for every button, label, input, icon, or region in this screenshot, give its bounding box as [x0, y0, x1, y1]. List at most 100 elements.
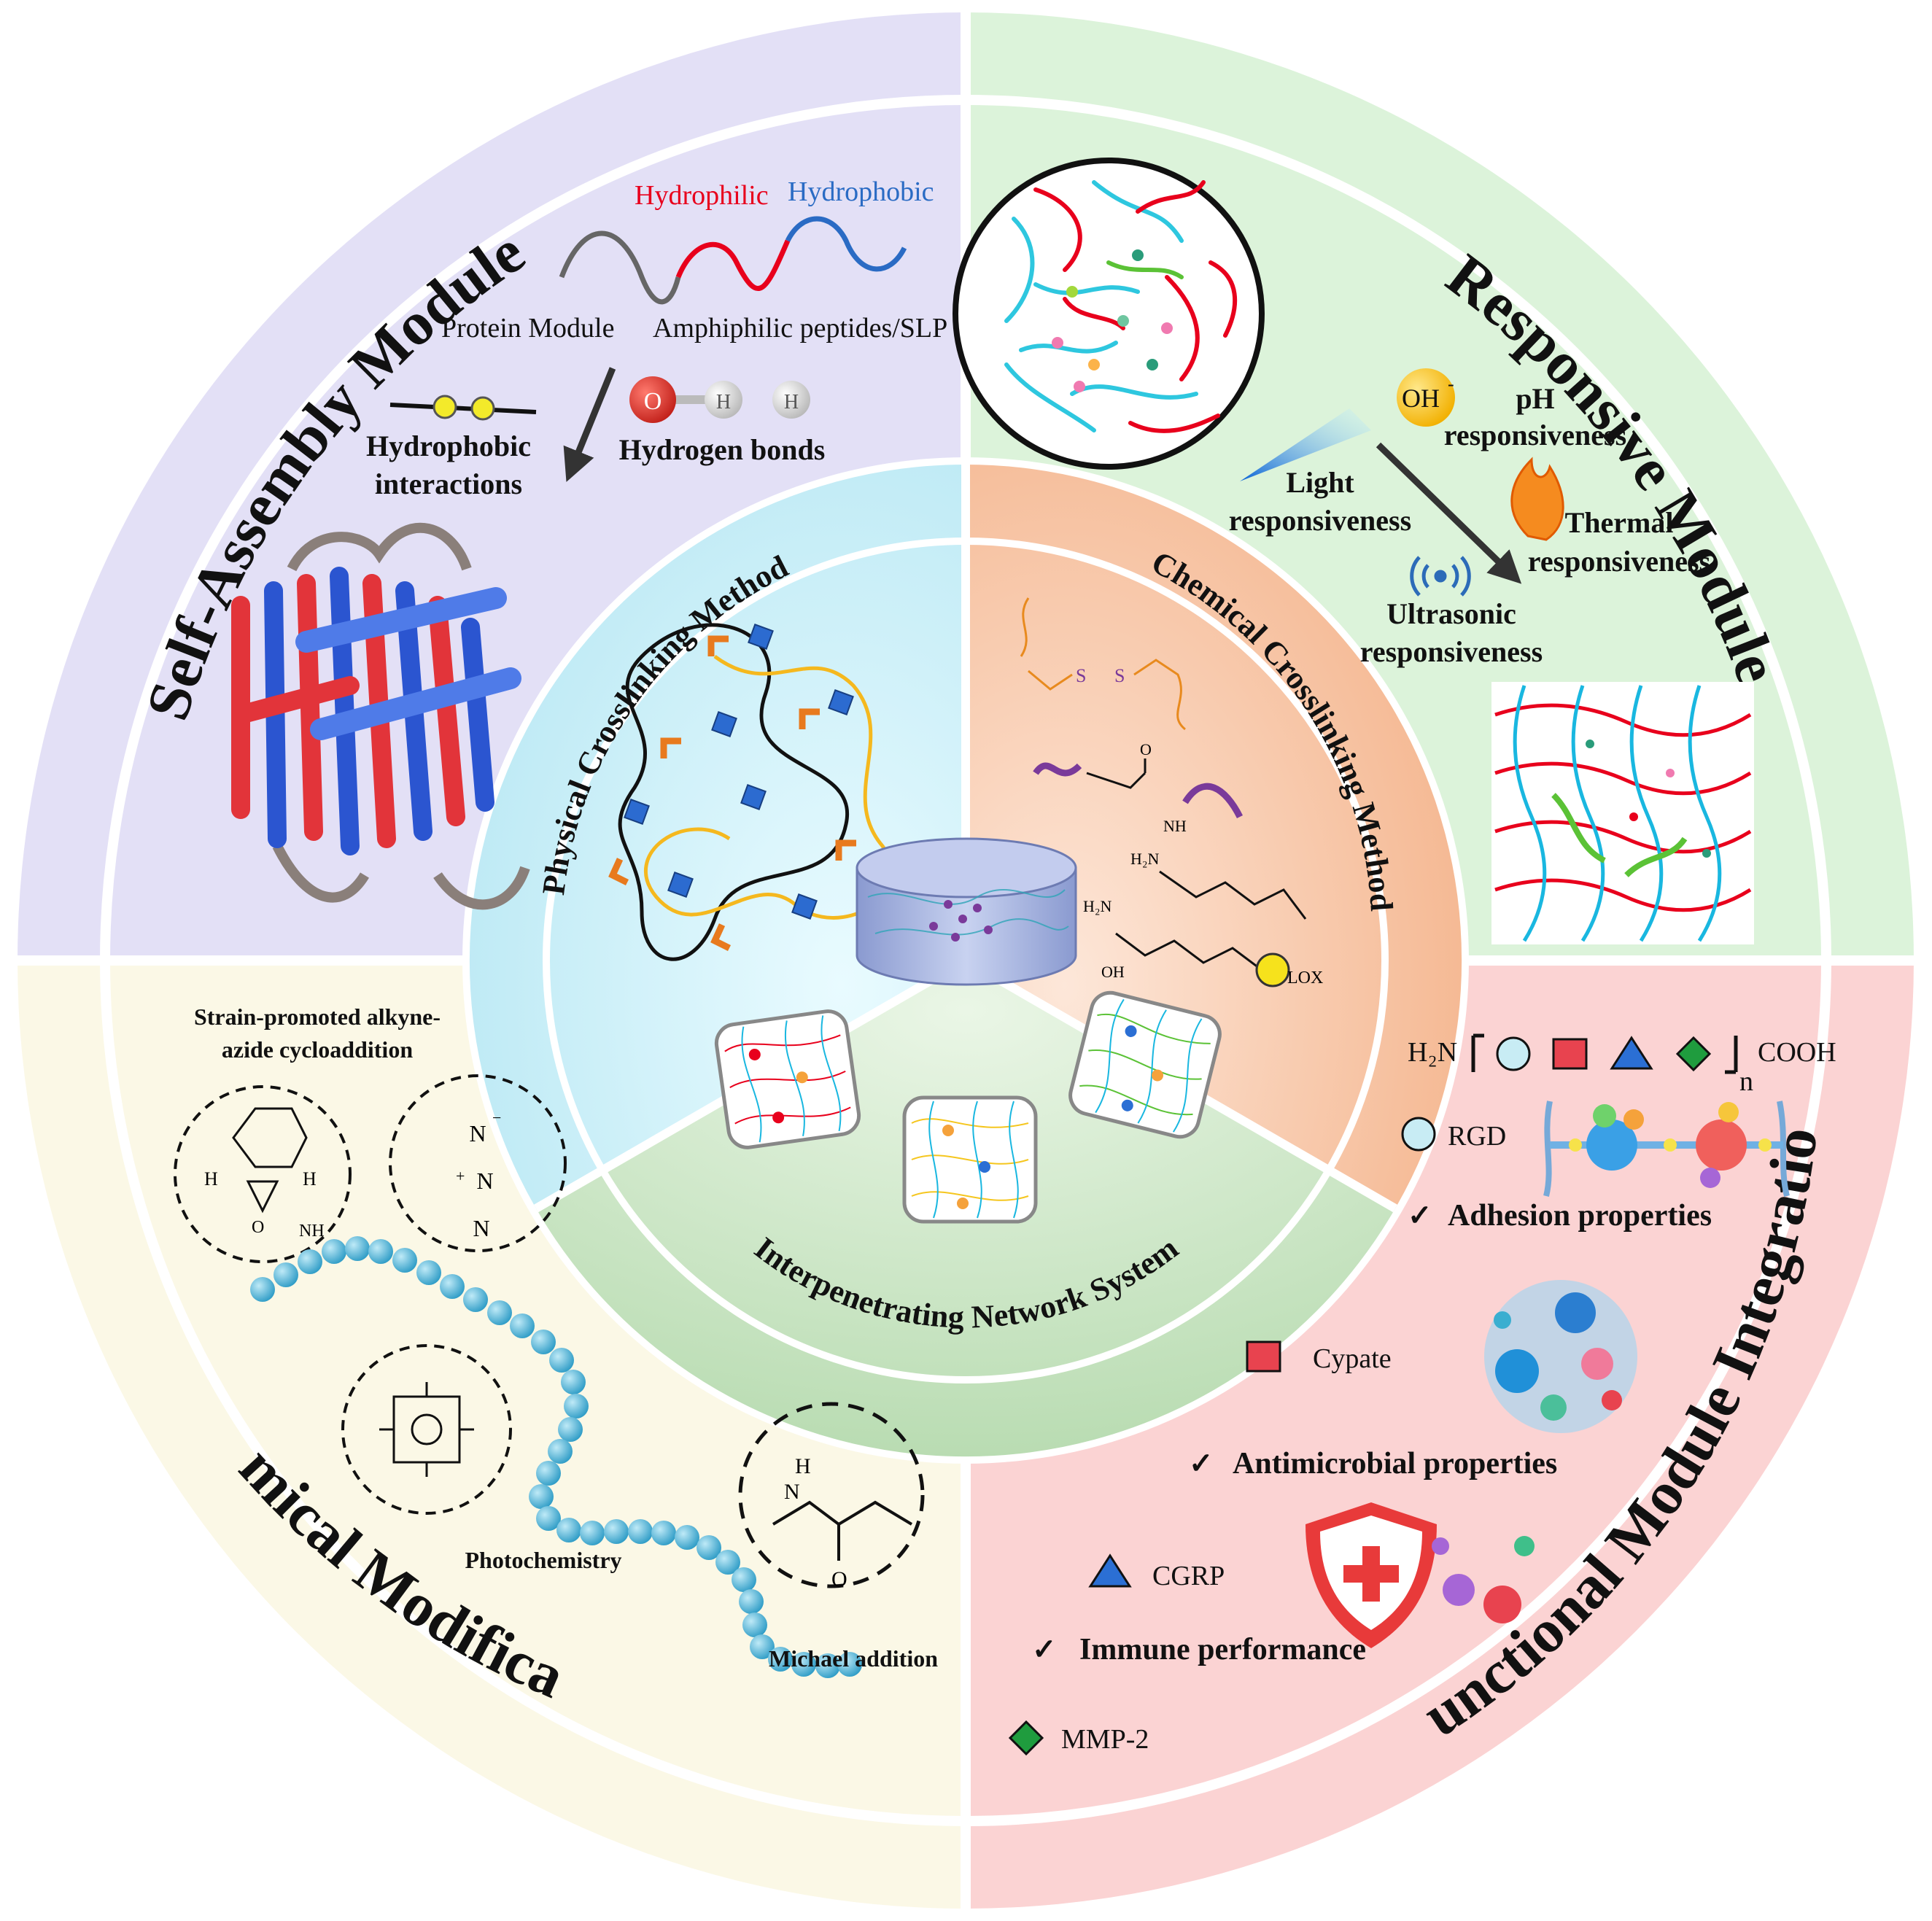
beta-barrel-protein-icon	[231, 522, 530, 910]
atom-s: S	[1076, 665, 1086, 686]
polymer-bead	[715, 1550, 740, 1575]
chemical-crosslinks-icon: S S O NH H₂N H₂N OH LOX	[1020, 597, 1323, 987]
label-thermal-2: responsiveness	[1528, 545, 1710, 578]
network-dots	[1052, 249, 1173, 392]
polymer-bead	[487, 1300, 512, 1325]
functional-content: H₂N n COOH RGD ✓ Adhesion properties Cyp…	[1008, 1033, 1836, 1756]
polymer-bead-chain	[250, 1236, 862, 1678]
atom-h2n: H₂N	[1083, 897, 1112, 915]
label-lox: LOX	[1287, 969, 1323, 987]
label-amphiphilic-peptides: Amphiphilic peptides/SLP	[653, 313, 947, 344]
peptide-wave-gray	[559, 230, 681, 305]
polymer-bead	[298, 1249, 322, 1274]
polymer-bead	[510, 1313, 535, 1338]
cyclooctyne-dashed-circle	[174, 1085, 352, 1263]
atom-o: O	[644, 388, 662, 415]
polymer-bead	[536, 1506, 561, 1531]
label-light-1: Light	[1286, 466, 1354, 499]
arrow-icon	[563, 367, 616, 482]
formula-cooh: COOH	[1758, 1037, 1836, 1068]
polymer-bead	[815, 1653, 840, 1678]
peptide-wave-blue	[785, 216, 907, 272]
hydrophobic-bead-icon	[470, 396, 495, 421]
atom-h: H	[303, 1168, 317, 1190]
hydrogen-atom-icon	[705, 381, 742, 419]
atom-n: N	[473, 1215, 489, 1241]
label-hydrophobic: Hydrophobic	[788, 176, 934, 207]
formula-h2n: H₂N	[1408, 1037, 1457, 1068]
label-michael-addition: Michael addition	[769, 1645, 938, 1672]
polymer-bead	[742, 1613, 767, 1637]
lox-enzyme-icon	[1255, 952, 1290, 987]
atom-n: N	[784, 1480, 800, 1504]
label-oh: OH	[1402, 384, 1440, 413]
polymer-bead	[697, 1535, 721, 1560]
check-immune: ✓	[1032, 1633, 1057, 1666]
atom-s: S	[1114, 665, 1125, 686]
label-photochemistry: Photochemistry	[465, 1547, 621, 1573]
methacrylamide-dashed-circle	[738, 1402, 925, 1588]
atom-h2n: H₂N	[1130, 850, 1160, 868]
polymer-bead	[392, 1248, 417, 1273]
mmp2-diamond-icon	[1008, 1720, 1044, 1756]
atom-h: H	[204, 1168, 218, 1190]
label-protein-module: Protein Module	[441, 313, 614, 344]
hydrogel-network-circle	[953, 158, 1265, 470]
label-hydrophobic-interactions-2: interactions	[375, 467, 522, 500]
polymer-bead	[739, 1589, 764, 1614]
virus-icon	[1432, 1536, 1535, 1623]
light-beam-icon	[1240, 408, 1371, 481]
polymer-bead	[416, 1260, 441, 1285]
label-cgrp: CGRP	[1152, 1561, 1225, 1591]
atom-n: N	[469, 1120, 486, 1146]
atom-oh: OH	[1101, 963, 1125, 981]
rgd-circle-icon	[1496, 1036, 1531, 1071]
cypate-square-icon	[1552, 1038, 1588, 1070]
label-adhesion-properties: Adhesion properties	[1448, 1199, 1712, 1233]
self-assembly-content: Hydrophilic Hydrophobic Protein Module A…	[231, 176, 947, 910]
atom-o: O	[252, 1218, 264, 1237]
polymer-bead	[322, 1239, 346, 1264]
cgrp-triangle-icon	[1088, 1553, 1132, 1588]
phthalocyanine-dashed-circle	[341, 1344, 512, 1515]
peptide-wave-red	[675, 239, 791, 291]
cgrp-triangle-icon	[1610, 1036, 1653, 1070]
polymer-bead	[628, 1519, 653, 1544]
arrow-icon	[1376, 442, 1522, 584]
chemical-modification-content: Strain-promoted alkyne- azide cycloaddit…	[174, 1004, 938, 1678]
label-hydrophilic: Hydrophilic	[635, 180, 769, 211]
polymer-bead	[463, 1287, 488, 1312]
polymer-bead	[440, 1274, 465, 1299]
polymer-bead	[580, 1521, 605, 1545]
polymer-bead	[529, 1484, 554, 1509]
azide-dashed-circle	[389, 1074, 567, 1252]
label-antimicrobial-properties: Antimicrobial properties	[1233, 1447, 1557, 1480]
cypate-square-icon	[1246, 1340, 1281, 1373]
atom-o: O	[1140, 740, 1152, 758]
hydrogel-dish-icon	[856, 837, 1077, 986]
polymer-bead	[368, 1239, 393, 1264]
bacteria-adhesion-icon	[1543, 1101, 1790, 1197]
atom-o: O	[831, 1567, 847, 1591]
label-mmp2: MMP-2	[1061, 1724, 1149, 1755]
label-spaac-2: azide cycloaddition	[222, 1036, 413, 1063]
polymer-bead	[651, 1521, 676, 1545]
polymer-bead	[564, 1394, 589, 1419]
hydrogen-atom-icon	[772, 381, 810, 419]
flame-icon	[1510, 457, 1564, 541]
atom-h: H	[784, 391, 799, 414]
atom-plus: +	[456, 1167, 465, 1185]
label-thermal-1: Thermal	[1565, 506, 1674, 539]
polymer-bead	[675, 1525, 699, 1550]
rgd-circle-icon	[1401, 1117, 1436, 1152]
label-spaac-1: Strain-promoted alkyne-	[194, 1004, 441, 1030]
mesh-network-icon	[1491, 682, 1754, 944]
atom-h: H	[716, 391, 731, 414]
polymer-bead	[558, 1417, 583, 1442]
atom-minus: −	[492, 1109, 501, 1127]
polymer-bead	[273, 1262, 298, 1287]
ipn-tiles-icon	[714, 990, 1222, 1224]
polymer-bead	[604, 1519, 629, 1544]
polymer-bead	[750, 1634, 775, 1659]
